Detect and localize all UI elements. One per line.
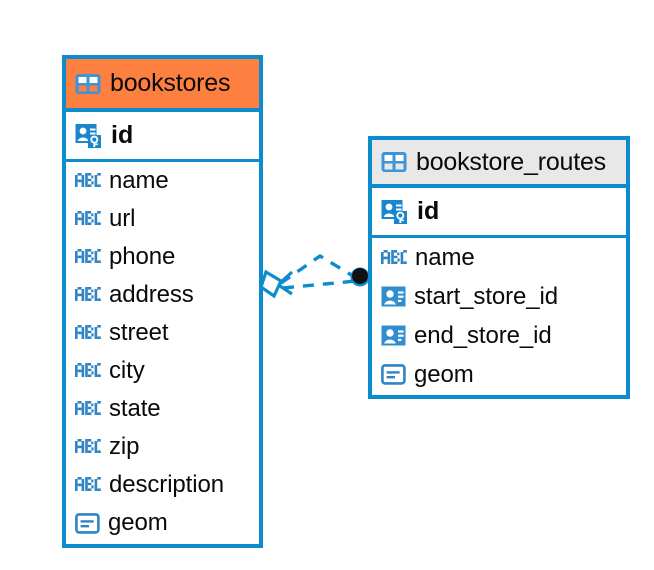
field-label: description [109, 471, 224, 498]
primary-key-icon [381, 198, 408, 225]
field-label: city [109, 357, 145, 384]
text-abc-icon [75, 247, 101, 267]
relationship-line-upper [280, 253, 359, 285]
field-label: start_store_id [414, 282, 559, 310]
crows-foot-diamond-marker [259, 269, 284, 299]
text-abc-icon [75, 475, 101, 495]
text-abc-icon [75, 171, 101, 191]
field-row[interactable]: geom [372, 355, 626, 394]
field-row[interactable]: end_store_id [372, 316, 626, 355]
field-label: zip [109, 433, 140, 460]
primary-key-label: id [417, 197, 440, 225]
field-row[interactable]: street [66, 314, 259, 352]
field-row[interactable]: state [66, 390, 259, 428]
field-label: end_store_id [414, 321, 552, 349]
text-abc-icon [75, 209, 101, 229]
field-label: geom [414, 360, 474, 388]
primary-key-icon [75, 122, 102, 149]
entity-title: bookstores [110, 69, 231, 97]
field-label: name [415, 243, 475, 271]
field-label: street [109, 319, 169, 346]
entity-header-bookstore-routes[interactable]: bookstore_routes [372, 140, 626, 188]
primary-key-label: id [111, 121, 134, 149]
text-abc-icon [381, 248, 407, 268]
primary-key-row-bookstores[interactable]: id [66, 112, 259, 162]
field-row[interactable]: geom [66, 504, 259, 542]
field-label: phone [109, 243, 176, 270]
entity-header-bookstores[interactable]: bookstores [66, 59, 259, 112]
field-row[interactable]: url [66, 200, 259, 238]
field-label: address [109, 281, 194, 308]
crows-foot-prongs-icon [278, 270, 294, 296]
field-row[interactable]: start_store_id [372, 277, 626, 316]
relationship-line-lower [282, 279, 357, 290]
text-abc-icon [75, 285, 101, 305]
geometry-icon [75, 511, 100, 536]
field-list-bookstores: name ur [66, 162, 259, 542]
table-grid-icon [381, 149, 407, 175]
entity-title: bookstore_routes [416, 147, 606, 176]
field-label: state [109, 395, 161, 422]
table-grid-icon [75, 71, 101, 97]
field-label: name [109, 167, 169, 194]
field-label: geom [108, 509, 168, 536]
field-row[interactable]: phone [66, 238, 259, 276]
geometry-icon [381, 362, 406, 387]
text-abc-icon [75, 437, 101, 457]
field-row[interactable]: name [372, 238, 626, 277]
field-row[interactable]: name [66, 162, 259, 200]
entity-bookstore-routes[interactable]: bookstore_routes id [368, 136, 630, 399]
text-abc-icon [75, 399, 101, 419]
entity-bookstores[interactable]: bookstores id [62, 55, 263, 548]
field-row[interactable]: city [66, 352, 259, 390]
filled-circle-marker [350, 267, 370, 287]
foreign-key-icon [381, 284, 406, 309]
text-abc-icon [75, 323, 101, 343]
field-row[interactable]: address [66, 276, 259, 314]
field-list-bookstore-routes: name start_store_id [372, 238, 626, 394]
field-row[interactable]: description [66, 466, 259, 504]
primary-key-row-bookstore-routes[interactable]: id [372, 188, 626, 238]
foreign-key-icon [381, 323, 406, 348]
text-abc-icon [75, 361, 101, 381]
field-row[interactable]: zip [66, 428, 259, 466]
field-label: url [109, 205, 136, 232]
